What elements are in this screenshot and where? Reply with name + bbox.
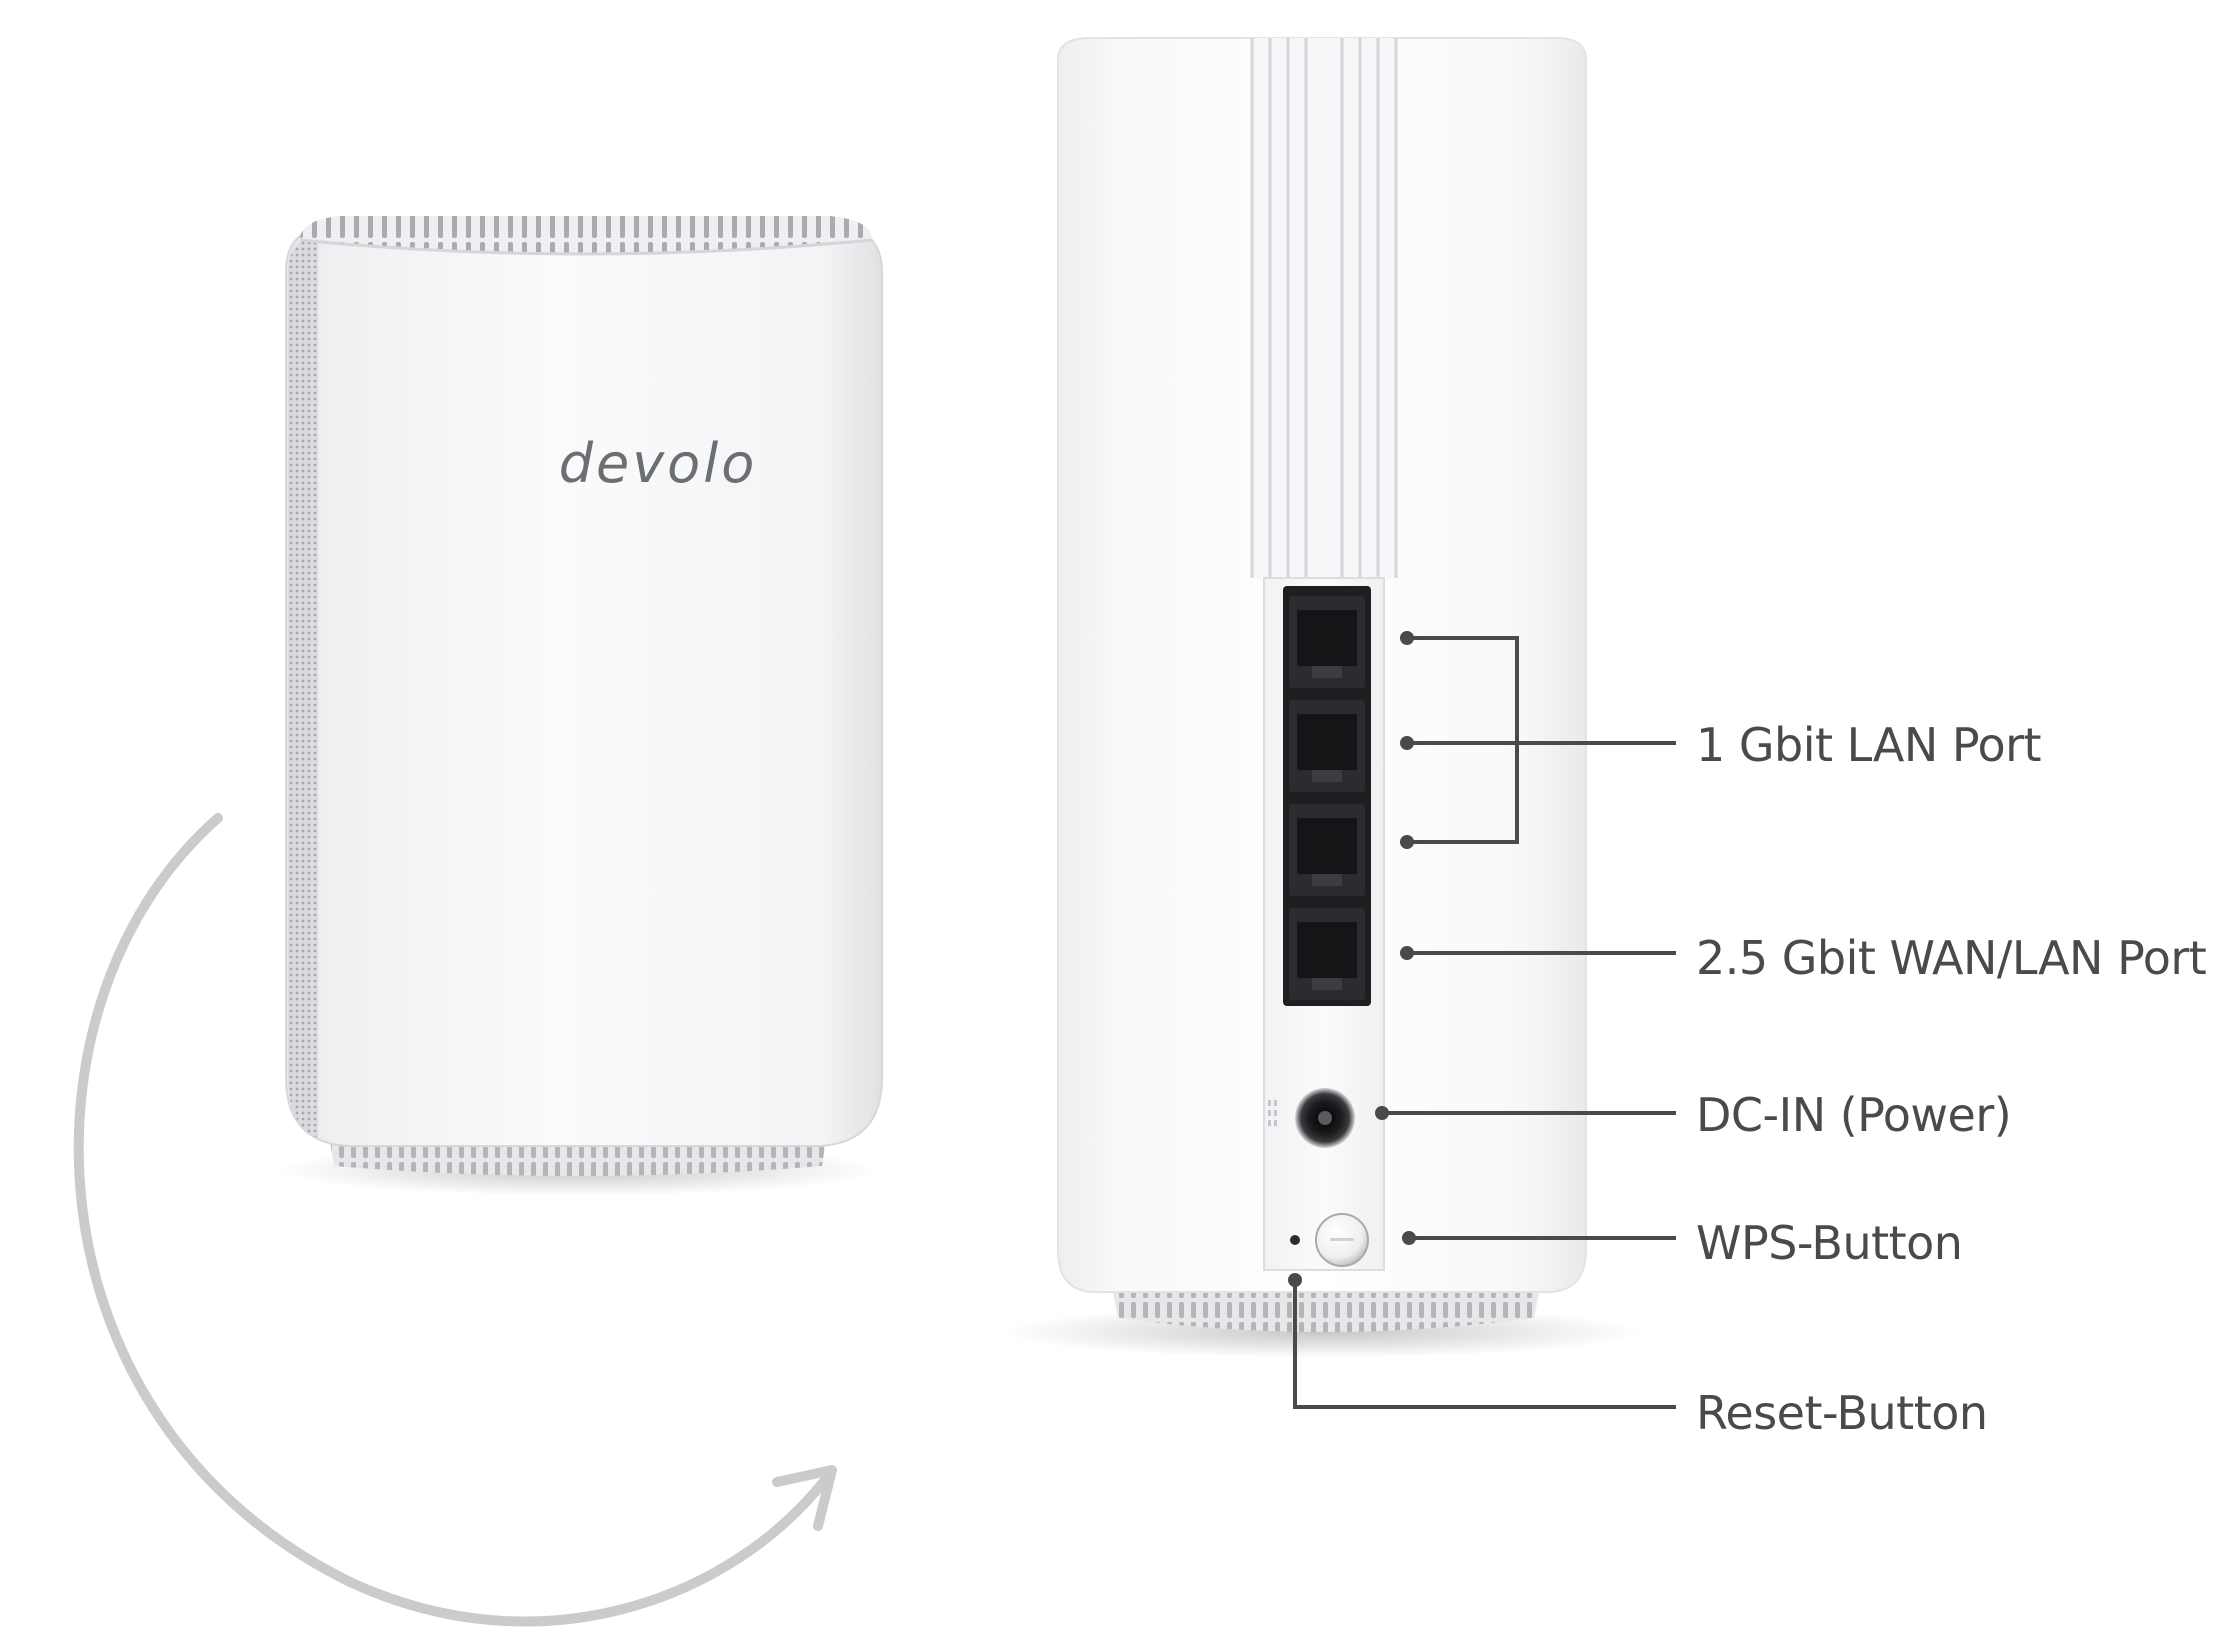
wps-button: [1315, 1213, 1369, 1267]
front-device: devolo: [278, 216, 883, 1196]
rotate-arrow-icon: [73, 813, 837, 1627]
reset-callout-line: [1288, 1273, 1676, 1409]
callout-lines: [1288, 631, 1676, 1409]
dc-in-label: DC-IN (Power): [1696, 1088, 2012, 1142]
lan-port-label: 1 Gbit LAN Port: [1696, 718, 2042, 772]
dc-callout-line: [1375, 1106, 1676, 1120]
reset-pinhole: [1290, 1235, 1300, 1245]
wps-callout-line: [1402, 1231, 1676, 1245]
back-device: [1002, 37, 1642, 1358]
wan-callout-line: [1400, 946, 1676, 960]
wps-button-label: WPS-Button: [1696, 1216, 1963, 1270]
dc-in-jack: [1268, 1088, 1355, 1148]
wan-lan-port-label: 2.5 Gbit WAN/LAN Port: [1696, 931, 2207, 985]
brand-logo: devolo: [559, 432, 758, 495]
ethernet-port-panel: [1283, 586, 1371, 1006]
lan-callout-line: [1400, 631, 1676, 849]
reset-button-label: Reset-Button: [1696, 1386, 1988, 1440]
